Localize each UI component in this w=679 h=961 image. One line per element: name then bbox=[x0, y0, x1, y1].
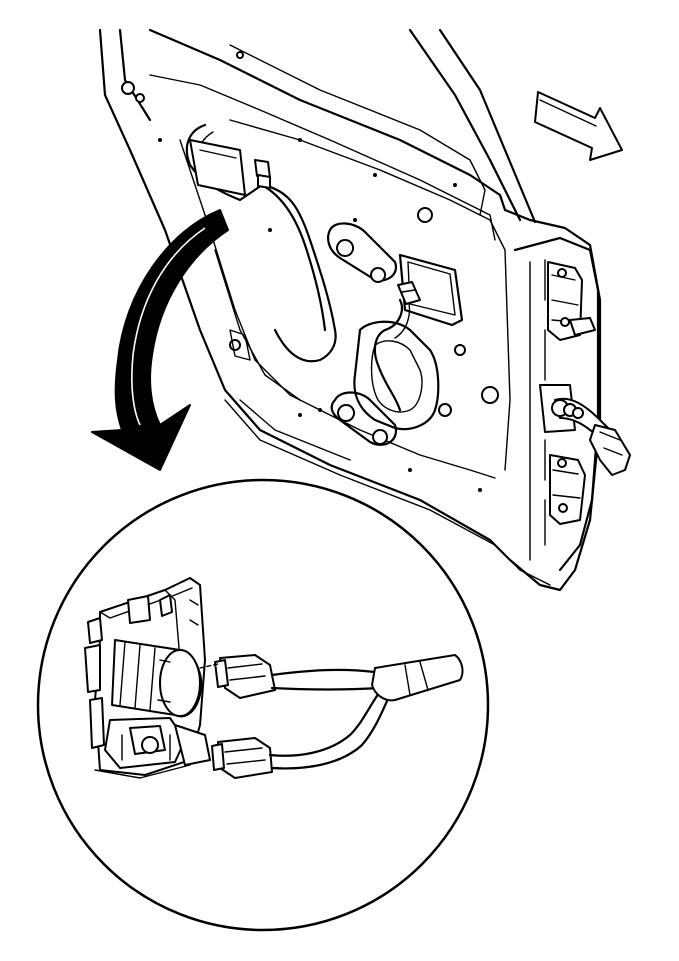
detail-arrow-icon bbox=[91, 209, 229, 471]
wire-harness bbox=[199, 654, 464, 779]
door-inner-panel bbox=[98, 28, 631, 592]
direction-arrow-icon bbox=[534, 91, 623, 161]
detail-inset bbox=[36, 478, 490, 932]
lock-actuator bbox=[84, 577, 211, 779]
detail-circle bbox=[36, 478, 490, 932]
